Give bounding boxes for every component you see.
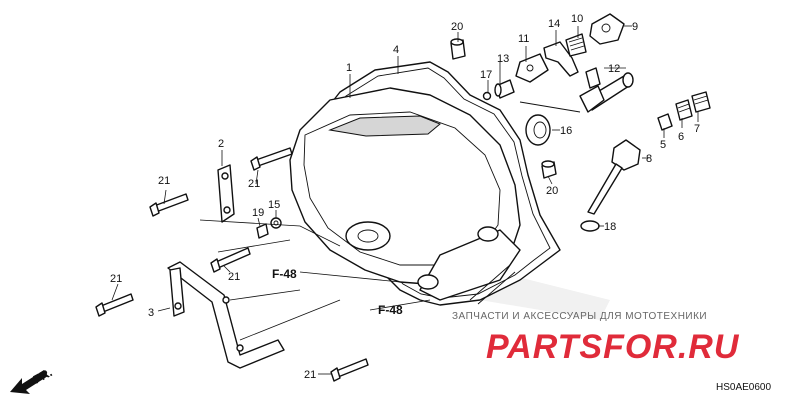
small-parts-15-19 [256, 217, 282, 239]
callout-20-lower: 20 [546, 185, 558, 197]
callout-11: 11 [518, 33, 529, 45]
callout-21-c: 21 [228, 271, 240, 283]
crankcase-cover [289, 87, 521, 305]
plate-11 [515, 53, 549, 83]
callout-3: 3 [148, 307, 154, 319]
dipstick-8 [580, 139, 641, 232]
callout-17: 17 [480, 69, 492, 81]
callout-19: 19 [252, 207, 264, 219]
callout-8: 8 [646, 153, 652, 165]
bolts-21 [95, 147, 369, 382]
leader-lines [111, 25, 699, 375]
arrow-left-down-icon [10, 370, 48, 394]
callout-21-a: 21 [158, 175, 170, 187]
callout-7: 7 [694, 123, 700, 135]
callout-20-upper: 20 [451, 21, 463, 33]
callout-21-d: 21 [110, 273, 122, 285]
plugs-5-6-7 [657, 91, 711, 131]
seal-16 [525, 114, 551, 146]
diagram-code: HS0AE0600 [716, 382, 771, 393]
dowel-pins-20 [450, 38, 557, 179]
parts-13-17 [482, 79, 515, 101]
callout-10: 10 [571, 13, 583, 25]
callout-6: 6 [678, 131, 684, 143]
front-arrow: FR. [10, 365, 54, 394]
callout-4: 4 [393, 44, 399, 56]
ref-f48-upper: F-48 [272, 267, 297, 281]
callout-12: 12 [608, 63, 620, 75]
watermark-brand: PARTSFOR.RU [486, 328, 740, 366]
callout-21-b: 21 [248, 178, 260, 190]
callout-9: 9 [632, 21, 638, 33]
callout-15: 15 [268, 199, 280, 211]
callout-16: 16 [560, 125, 572, 137]
callout-13: 13 [497, 53, 509, 65]
callout-1: 1 [346, 62, 352, 74]
ref-f48-lower: F-48 [378, 303, 403, 317]
callout-2: 2 [218, 138, 224, 150]
callout-numbers: 1 2 3 4 5 6 7 8 9 10 11 12 13 14 15 16 1… [110, 13, 700, 381]
bracket-3 [167, 261, 285, 369]
reference-labels: F-48 F-48 [272, 267, 403, 317]
bracket-2 [217, 164, 235, 223]
parts-9-10-14 [543, 13, 625, 77]
callout-14: 14 [548, 18, 560, 30]
watermark-text: ЗАПЧАСТИ И АКСЕССУАРЫ ДЛЯ МОТОТЕХНИКИ [452, 311, 707, 322]
callout-5: 5 [660, 139, 666, 151]
shaft-12 [519, 67, 634, 113]
callout-21-e: 21 [304, 369, 316, 381]
callout-18: 18 [604, 221, 616, 233]
